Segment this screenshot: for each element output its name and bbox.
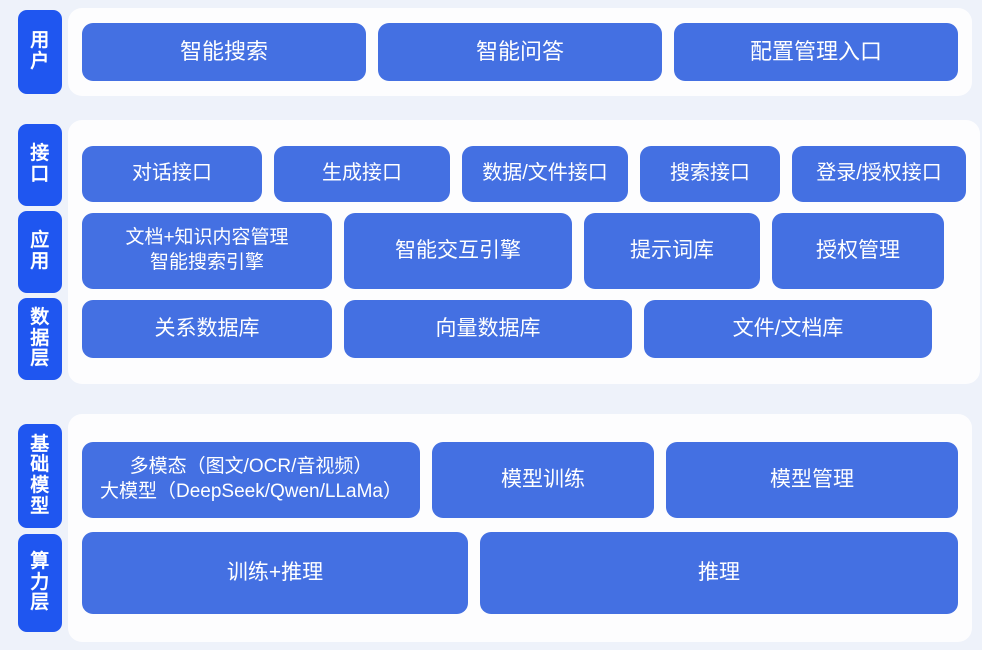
row-foundation-model: 多模态（图文/OCR/音视频） 大模型（DeepSeek/Qwen/LLaMa）… <box>82 442 958 518</box>
layer-tab-data[interactable]: 数据层 <box>18 298 62 380</box>
cell-config-management-entry[interactable]: 配置管理入口 <box>674 23 958 81</box>
band-base-panel: 多模态（图文/OCR/音视频） 大模型（DeepSeek/Qwen/LLaMa）… <box>68 414 972 642</box>
cell-file-document-store[interactable]: 文件/文档库 <box>644 300 932 358</box>
cell-authorization-management[interactable]: 授权管理 <box>772 213 944 289</box>
cell-smart-interaction-engine[interactable]: 智能交互引擎 <box>344 213 572 289</box>
layer-tab-user-label: 用户 <box>30 30 50 72</box>
cell-multimodal-large-model[interactable]: 多模态（图文/OCR/音视频） 大模型（DeepSeek/Qwen/LLaMa） <box>82 442 420 518</box>
cell-multimodal-large-model-line2: 大模型（DeepSeek/Qwen/LLaMa） <box>99 481 402 502</box>
layer-tab-user[interactable]: 用户 <box>18 10 62 94</box>
band-base-tabs: 基础模型 算力层 <box>0 414 68 650</box>
layer-tab-foundation-model-label: 基础模型 <box>30 433 50 517</box>
row-interface: 对话接口 生成接口 数据/文件接口 搜索接口 登录/授权接口 <box>82 146 966 202</box>
layer-tab-interface[interactable]: 接口 <box>18 124 62 206</box>
layer-tab-compute-label: 算力层 <box>30 551 50 614</box>
cell-inference[interactable]: 推理 <box>480 532 958 614</box>
cell-vector-database[interactable]: 向量数据库 <box>344 300 632 358</box>
cell-model-training[interactable]: 模型训练 <box>432 442 654 518</box>
band-middle-panel: 对话接口 生成接口 数据/文件接口 搜索接口 登录/授权接口 文档+知识内容管理… <box>68 120 980 384</box>
layer-tab-interface-label: 接口 <box>30 143 50 185</box>
row-compute: 训练+推理 推理 <box>82 532 958 614</box>
layer-tab-application-label: 应用 <box>30 230 50 272</box>
band-user: 用户 智能搜索 智能问答 配置管理入口 <box>0 4 982 100</box>
cell-training-inference[interactable]: 训练+推理 <box>82 532 468 614</box>
band-middle-tabs: 接口 应用 数据层 <box>0 120 68 392</box>
band-middle: 接口 应用 数据层 对话接口 生成接口 数据/文件接口 搜索接口 登录/授权接口… <box>0 120 982 392</box>
cell-dialog-interface[interactable]: 对话接口 <box>82 146 262 202</box>
cell-search-interface[interactable]: 搜索接口 <box>640 146 780 202</box>
cell-doc-knowledge-management[interactable]: 文档+知识内容管理 智能搜索引擎 <box>82 213 332 289</box>
cell-generation-interface[interactable]: 生成接口 <box>274 146 450 202</box>
cell-smart-qa[interactable]: 智能问答 <box>378 23 662 81</box>
row-user-entries: 智能搜索 智能问答 配置管理入口 <box>82 23 958 81</box>
cell-doc-knowledge-management-line2: 智能搜索引擎 <box>149 252 264 273</box>
cell-model-management[interactable]: 模型管理 <box>666 442 958 518</box>
band-user-panel: 智能搜索 智能问答 配置管理入口 <box>68 8 972 96</box>
cell-login-auth-interface[interactable]: 登录/授权接口 <box>792 146 966 202</box>
band-user-tabs: 用户 <box>0 4 68 100</box>
layer-tab-data-label: 数据层 <box>30 307 50 370</box>
band-base: 基础模型 算力层 多模态（图文/OCR/音视频） 大模型（DeepSeek/Qw… <box>0 414 982 650</box>
row-data: 关系数据库 向量数据库 文件/文档库 <box>82 300 966 358</box>
cell-prompt-library[interactable]: 提示词库 <box>584 213 760 289</box>
row-application: 文档+知识内容管理 智能搜索引擎 智能交互引擎 提示词库 授权管理 <box>82 213 966 289</box>
cell-data-file-interface[interactable]: 数据/文件接口 <box>462 146 628 202</box>
layer-tab-application[interactable]: 应用 <box>18 211 62 293</box>
cell-multimodal-large-model-line1: 多模态（图文/OCR/音视频） <box>129 456 373 478</box>
layer-tab-foundation-model[interactable]: 基础模型 <box>18 424 62 528</box>
layer-tab-compute[interactable]: 算力层 <box>18 534 62 632</box>
cell-smart-search[interactable]: 智能搜索 <box>82 23 366 81</box>
cell-relational-database[interactable]: 关系数据库 <box>82 300 332 358</box>
cell-doc-knowledge-management-line1: 文档+知识内容管理 <box>125 227 289 249</box>
